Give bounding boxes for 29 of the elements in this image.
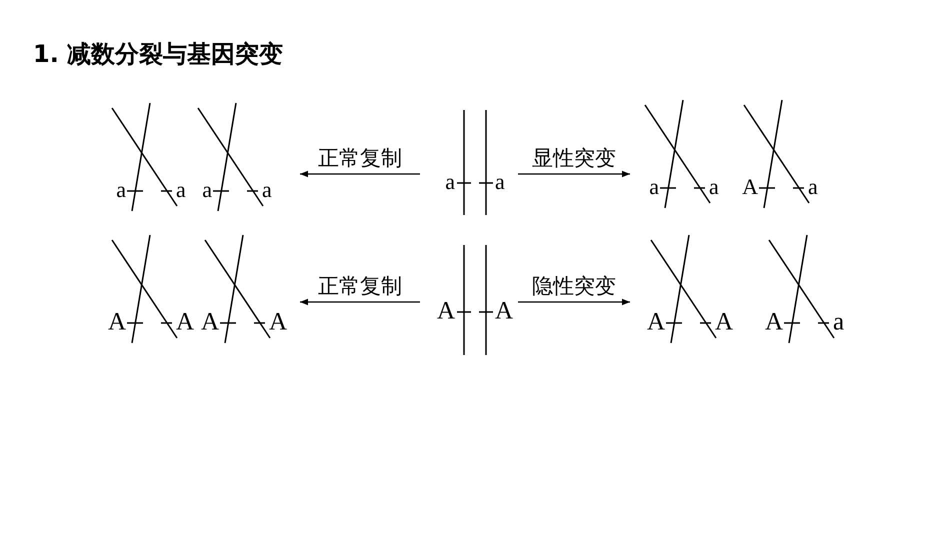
gene-label: A [108,309,126,334]
edge-label: 正常复制 [318,146,402,170]
gene-label: A [200,309,219,334]
gene-label: A [715,309,734,334]
gene-label: A [436,298,455,324]
arrow [518,298,630,306]
gene-label: A [176,309,194,334]
arrow [300,298,420,306]
gene-label: A [495,298,514,324]
gene-label: a [495,170,505,193]
gene-label: a [176,178,186,201]
edge-label: 正常复制 [318,274,402,298]
gene-label: A [764,309,783,334]
edge-label: 隐性突变 [532,274,616,298]
edge-label: 显性突变 [532,146,616,170]
gene-label: A [742,176,758,198]
title: 1. 减数分裂与基因突变 [33,39,284,70]
gene-label: a [262,178,272,201]
gene-label: a [445,170,455,193]
gene-label: a [833,309,844,334]
gene-label: A [269,309,288,334]
gene-label: a [116,178,126,201]
gene-label: a [709,176,719,198]
gene-label: a [808,176,818,198]
gene-label: a [649,176,659,198]
arrow [518,170,630,178]
arrow [300,170,420,178]
gene-label: A [646,309,665,334]
gene-label: a [202,178,212,201]
